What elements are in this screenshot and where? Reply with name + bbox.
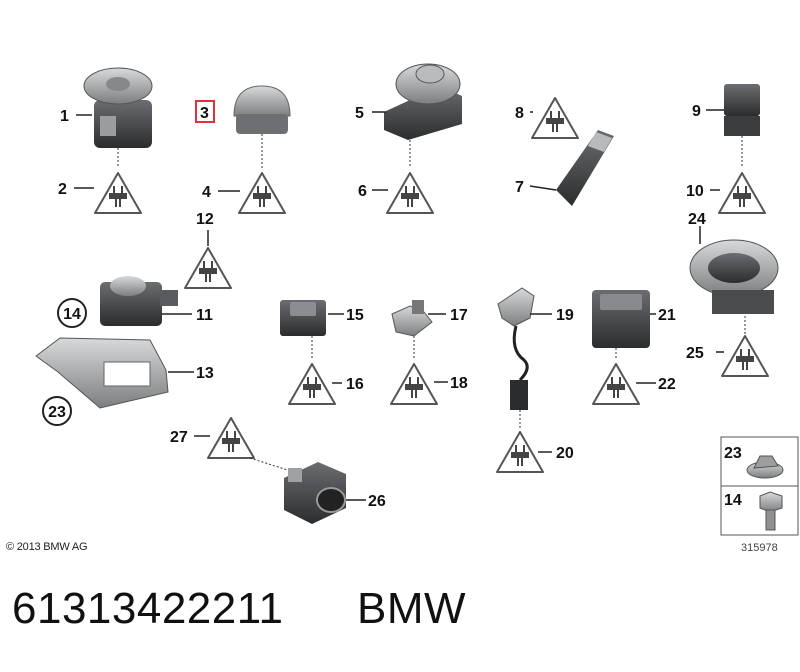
- label-26: 26: [368, 493, 386, 510]
- label-7: 7: [515, 179, 524, 196]
- part-26-socket: [284, 462, 346, 524]
- part-24-start-stop-button: [689, 239, 779, 334]
- label-10: 10: [686, 183, 704, 200]
- warning-triangle-4: [238, 172, 286, 214]
- callout-circle-14: 14: [57, 298, 87, 328]
- warning-triangle-18: [390, 363, 438, 405]
- label-9: 9: [692, 103, 701, 120]
- warning-triangle-22: [592, 363, 640, 405]
- brand-name: BMW: [357, 584, 467, 633]
- label-17: 17: [450, 307, 468, 324]
- warning-triangle-16: [288, 363, 336, 405]
- callout-circle-23: 23: [42, 396, 72, 426]
- label-5: 5: [355, 105, 364, 122]
- label-21: 21: [658, 307, 676, 324]
- label-22: 22: [658, 376, 676, 393]
- label-16: 16: [346, 376, 364, 393]
- part-17-latch: [391, 300, 433, 360]
- warning-triangle-27: [207, 417, 255, 459]
- fastener-inset: 23 14: [720, 436, 799, 536]
- warning-triangle-10: [718, 172, 766, 214]
- part-5-light-switch: [384, 63, 462, 168]
- svg-text:14: 14: [63, 306, 81, 323]
- part-7-switch-strip: [556, 130, 614, 206]
- warning-triangle-8: [531, 97, 579, 139]
- part-11-module: [100, 276, 178, 326]
- part-9-sensor: [724, 84, 760, 168]
- label-24: 24: [688, 211, 706, 228]
- label-11: 11: [196, 307, 213, 324]
- label-13: 13: [196, 365, 214, 382]
- label-8: 8: [515, 105, 524, 122]
- label-27: 27: [170, 429, 188, 446]
- label-4: 4: [202, 184, 211, 201]
- copyright-text: © 2013 BMW AG: [6, 541, 88, 553]
- label-25: 25: [686, 345, 704, 362]
- label-18: 18: [450, 375, 468, 392]
- part-15-switch: [280, 300, 326, 360]
- inset-label-14: 14: [724, 492, 742, 509]
- inset-label-23: 23: [724, 445, 742, 462]
- warning-triangle-2: [94, 172, 142, 214]
- label-1: 1: [60, 108, 69, 125]
- part-1-ignition-switch: [83, 67, 153, 168]
- label-6: 6: [358, 183, 367, 200]
- part-21-switch: [592, 290, 650, 360]
- highlight-box-3: [195, 100, 215, 123]
- part-13-bracket: [35, 337, 169, 409]
- warning-triangle-6: [386, 172, 434, 214]
- nut-icon: [746, 455, 784, 479]
- warning-triangle-25: [721, 335, 769, 377]
- label-12: 12: [196, 211, 214, 228]
- label-15: 15: [346, 307, 364, 324]
- label-3: 3: [200, 105, 209, 122]
- bolt-icon: [759, 491, 783, 531]
- label-20: 20: [556, 445, 574, 462]
- part-number: 61313422211: [12, 584, 284, 633]
- svg-text:23: 23: [48, 404, 66, 421]
- part-3-cap: [233, 85, 291, 168]
- leader-27-26: [249, 457, 301, 475]
- part-19-sensor-cable: [497, 287, 535, 428]
- leader-lines: [74, 109, 724, 501]
- label-2: 2: [58, 181, 67, 198]
- warning-triangle-12: [184, 247, 232, 289]
- diagram-id: 315978: [741, 542, 778, 554]
- warning-triangle-20: [496, 431, 544, 473]
- label-19: 19: [556, 307, 574, 324]
